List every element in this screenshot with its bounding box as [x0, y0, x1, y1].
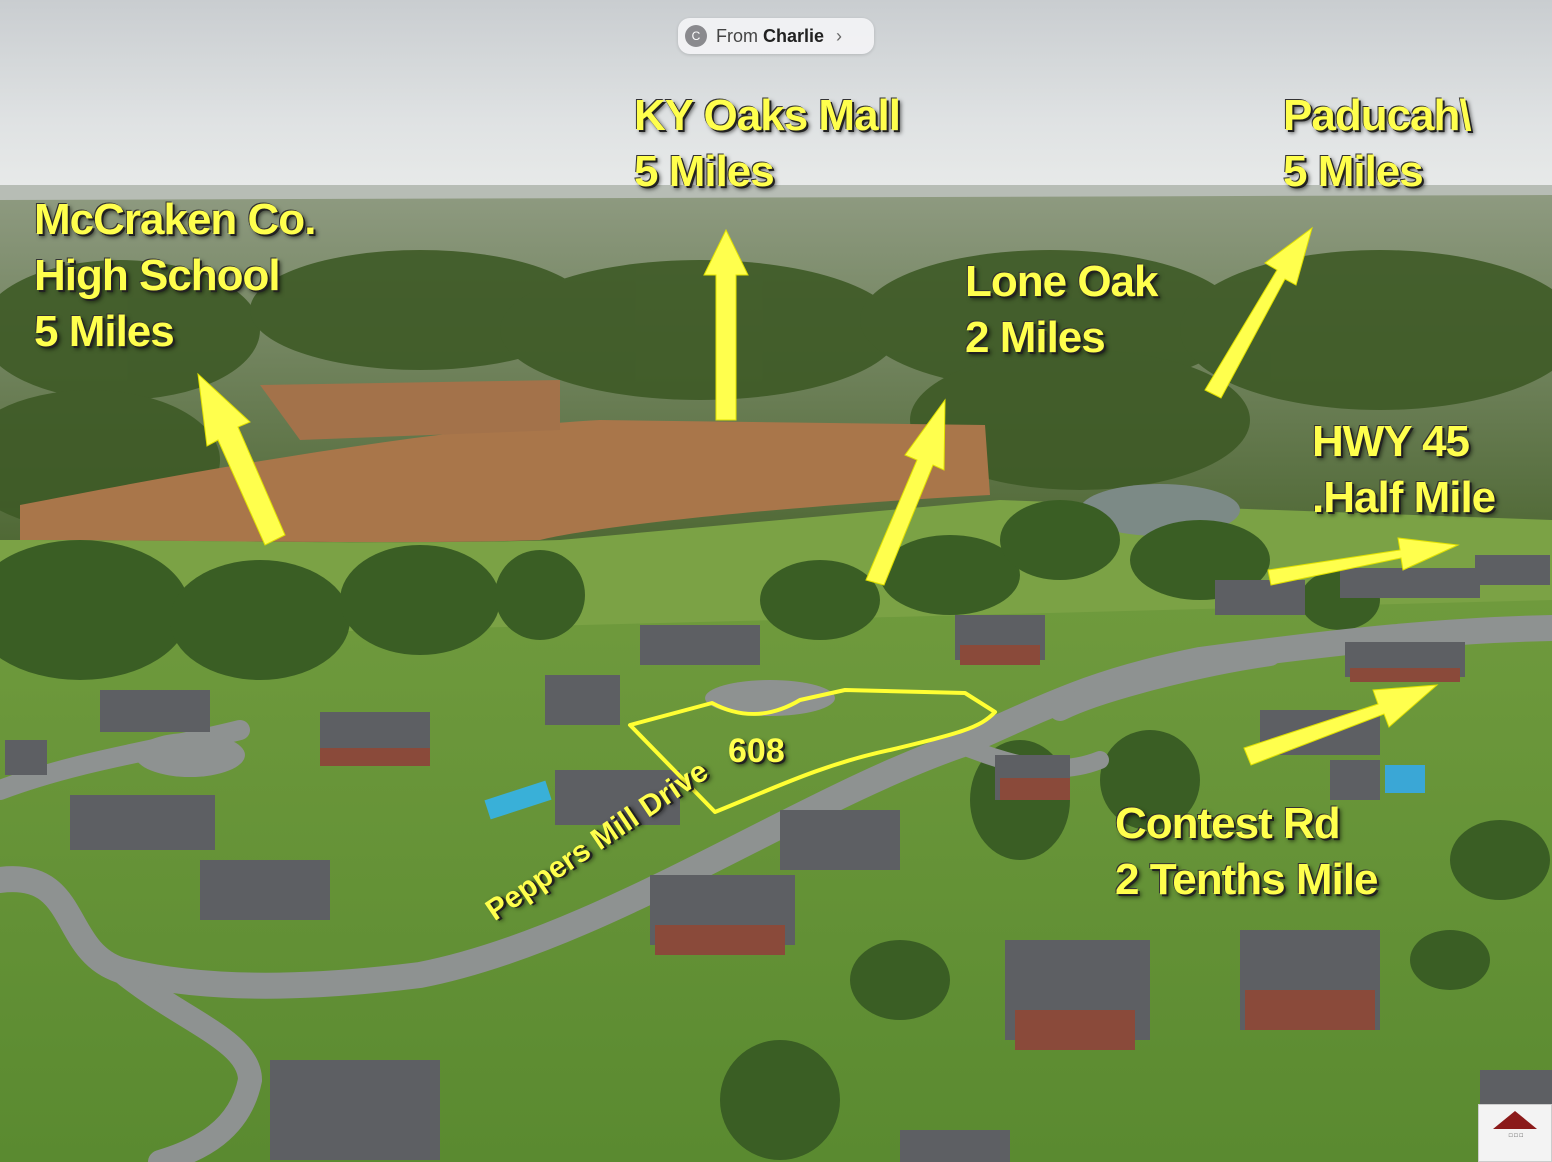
- label-paducah-line: 5 Miles: [1283, 147, 1424, 196]
- house-roof-icon: [1493, 1111, 1537, 1129]
- avatar: C: [685, 25, 707, 47]
- label-school-line: 5 Miles: [34, 307, 175, 356]
- label-contest-rd-line: 2 Tenths Mile: [1115, 855, 1378, 904]
- lot-608-outline: [628, 688, 997, 814]
- lot-number: 608: [728, 732, 785, 770]
- arrow-right-icon: [1267, 537, 1460, 586]
- arrow-right-icon: [1243, 684, 1439, 766]
- chip-sender-name: Charlie: [763, 25, 825, 46]
- label-paducah-line: Paducah\: [1283, 91, 1472, 140]
- arrow-up-right-icon: [865, 398, 946, 586]
- label-contest-rd: Contest Rd 2 Tenths Mile: [1115, 796, 1378, 908]
- label-mall: KY Oaks Mall 5 Miles: [634, 88, 901, 200]
- label-mall-line: 5 Miles: [634, 147, 775, 196]
- label-school-line: McCraken Co.: [34, 195, 316, 244]
- label-lone-oak-line: Lone Oak: [965, 257, 1158, 306]
- brokerage-logo: □ □ □: [1478, 1104, 1552, 1162]
- arrow-up-left-icon: [197, 372, 286, 546]
- sender-chip[interactable]: C From Charlie ›: [678, 18, 874, 54]
- arrow-up-right-icon: [1204, 226, 1313, 399]
- label-contest-rd-line: Contest Rd: [1115, 799, 1341, 848]
- label-hwy45: HWY 45 .Half Mile: [1312, 414, 1496, 526]
- label-mall-line: KY Oaks Mall: [634, 91, 901, 140]
- label-hwy45-line: HWY 45: [1312, 417, 1470, 466]
- label-hwy45-line: .Half Mile: [1312, 473, 1496, 522]
- arrow-up-icon: [703, 228, 749, 421]
- label-school-line: High School: [34, 251, 281, 300]
- label-paducah: Paducah\ 5 Miles: [1283, 88, 1472, 200]
- chevron-right-icon: ›: [836, 25, 843, 46]
- label-lone-oak: Lone Oak 2 Miles: [965, 254, 1158, 366]
- chip-from-label: From: [716, 25, 758, 46]
- logo-fine-print: □ □ □: [1508, 1133, 1524, 1139]
- label-school: McCraken Co. High School 5 Miles: [34, 192, 316, 360]
- label-lone-oak-line: 2 Miles: [965, 313, 1106, 362]
